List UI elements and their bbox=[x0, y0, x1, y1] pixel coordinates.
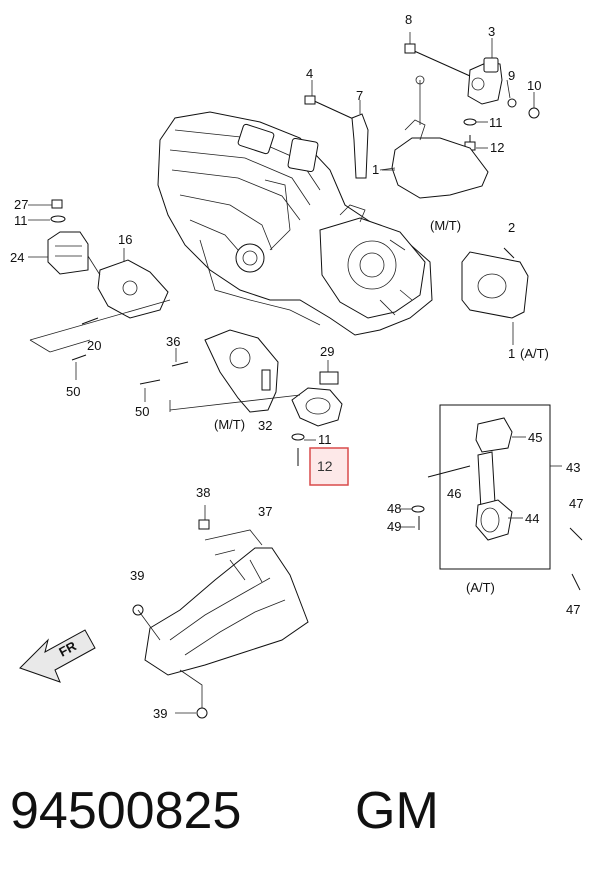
bracket-32 bbox=[204, 329, 279, 413]
callout-7: 7 bbox=[356, 88, 363, 103]
bolt-50-mid bbox=[139, 379, 161, 385]
engine-transaxle-assembly bbox=[157, 111, 433, 336]
callout-45: 45 bbox=[528, 430, 542, 445]
callout-1-top: 1 bbox=[372, 162, 379, 177]
bracket-16 bbox=[97, 259, 169, 319]
callout-11-top: 11 bbox=[489, 115, 503, 130]
bolt-4-head bbox=[304, 95, 316, 105]
nut-27 bbox=[51, 199, 63, 209]
callout-16: 16 bbox=[118, 232, 132, 247]
bolt-8-head bbox=[404, 43, 416, 54]
callout-10: 10 bbox=[527, 78, 541, 93]
callout-44: 44 bbox=[525, 511, 539, 526]
callout-46: 46 bbox=[447, 486, 461, 501]
mount-29 bbox=[291, 387, 343, 427]
callout-37: 37 bbox=[258, 504, 272, 519]
callout-labels: 8 3 4 9 10 7 11 12 1 27 11 16 24 2 1 20 … bbox=[10, 12, 583, 721]
callout-27: 27 bbox=[14, 197, 28, 212]
bolt-47-upper bbox=[569, 527, 583, 541]
callout-38: 38 bbox=[196, 485, 210, 500]
callout-49: 49 bbox=[387, 519, 401, 534]
left-mount-group bbox=[29, 199, 171, 380]
callout-4: 4 bbox=[306, 66, 313, 81]
bolt-46 bbox=[427, 465, 471, 478]
nut-39-lower bbox=[196, 707, 208, 719]
shield-37 bbox=[144, 547, 309, 676]
brand-name: GM bbox=[355, 782, 439, 840]
callout-9: 9 bbox=[508, 68, 515, 83]
callout-20: 20 bbox=[87, 338, 101, 353]
callout-12-highlight: 12 bbox=[317, 458, 333, 474]
bolt-47-lower bbox=[571, 573, 581, 591]
mount-1-at bbox=[461, 251, 529, 319]
bolt-20 bbox=[81, 317, 99, 325]
callout-39-upper: 39 bbox=[130, 568, 144, 583]
bolt-50-left bbox=[71, 354, 87, 361]
callout-47-upper: 47 bbox=[569, 496, 583, 511]
callout-43: 43 bbox=[566, 460, 580, 475]
label-at-right: (A/T) bbox=[520, 346, 549, 361]
label-mt-top: (M/T) bbox=[430, 218, 461, 233]
label-mt-left: (M/T) bbox=[214, 417, 245, 432]
mount-24 bbox=[47, 231, 89, 275]
callout-50-left: 50 bbox=[66, 384, 80, 399]
callout-48: 48 bbox=[387, 501, 401, 516]
nut-10 bbox=[528, 107, 540, 119]
callout-1-right: 1 bbox=[508, 346, 515, 361]
bracket-45 bbox=[475, 417, 513, 453]
callout-11-left: 11 bbox=[14, 213, 28, 228]
lower-shield-group bbox=[132, 505, 309, 719]
callout-36: 36 bbox=[166, 334, 180, 349]
callout-47-lower: 47 bbox=[566, 602, 580, 617]
variant-labels: (M/T) (A/T) (M/T) (A/T) bbox=[214, 218, 549, 595]
callout-8: 8 bbox=[405, 12, 412, 27]
bracket-7 bbox=[351, 113, 369, 179]
callout-2: 2 bbox=[508, 220, 515, 235]
footer: 94500825 GM bbox=[10, 782, 439, 840]
at-detail-box bbox=[411, 404, 583, 591]
bolt-2 bbox=[503, 247, 515, 259]
nut-9 bbox=[507, 98, 517, 108]
bolt-36 bbox=[171, 361, 189, 367]
front-direction-arrow: FR bbox=[19, 629, 96, 683]
label-at-bottom: (A/T) bbox=[466, 580, 495, 595]
washer-11-top bbox=[463, 118, 477, 126]
callout-11-mid: 11 bbox=[318, 432, 332, 447]
at-right-mount-group bbox=[461, 247, 529, 345]
callout-29: 29 bbox=[320, 344, 334, 359]
center-lower-mount-group bbox=[139, 329, 343, 466]
callout-39-lower: 39 bbox=[153, 706, 167, 721]
callout-24: 24 bbox=[10, 250, 24, 265]
mt-upper-mount-group bbox=[304, 32, 540, 199]
bolt-8 bbox=[411, 49, 471, 77]
detail-frame bbox=[439, 404, 551, 570]
callout-32: 32 bbox=[258, 418, 272, 433]
callout-12-top: 12 bbox=[490, 140, 504, 155]
bolt-38 bbox=[198, 519, 210, 530]
callout-50-mid: 50 bbox=[135, 404, 149, 419]
front-label: FR bbox=[56, 638, 79, 660]
washer-11-mid bbox=[291, 433, 305, 441]
bracket-1-mt bbox=[391, 137, 489, 199]
callout-3: 3 bbox=[488, 24, 495, 39]
washer-48 bbox=[411, 505, 425, 513]
washer-11-left bbox=[50, 215, 66, 223]
highlight-box bbox=[309, 447, 349, 486]
part-number: 94500825 bbox=[10, 782, 241, 840]
